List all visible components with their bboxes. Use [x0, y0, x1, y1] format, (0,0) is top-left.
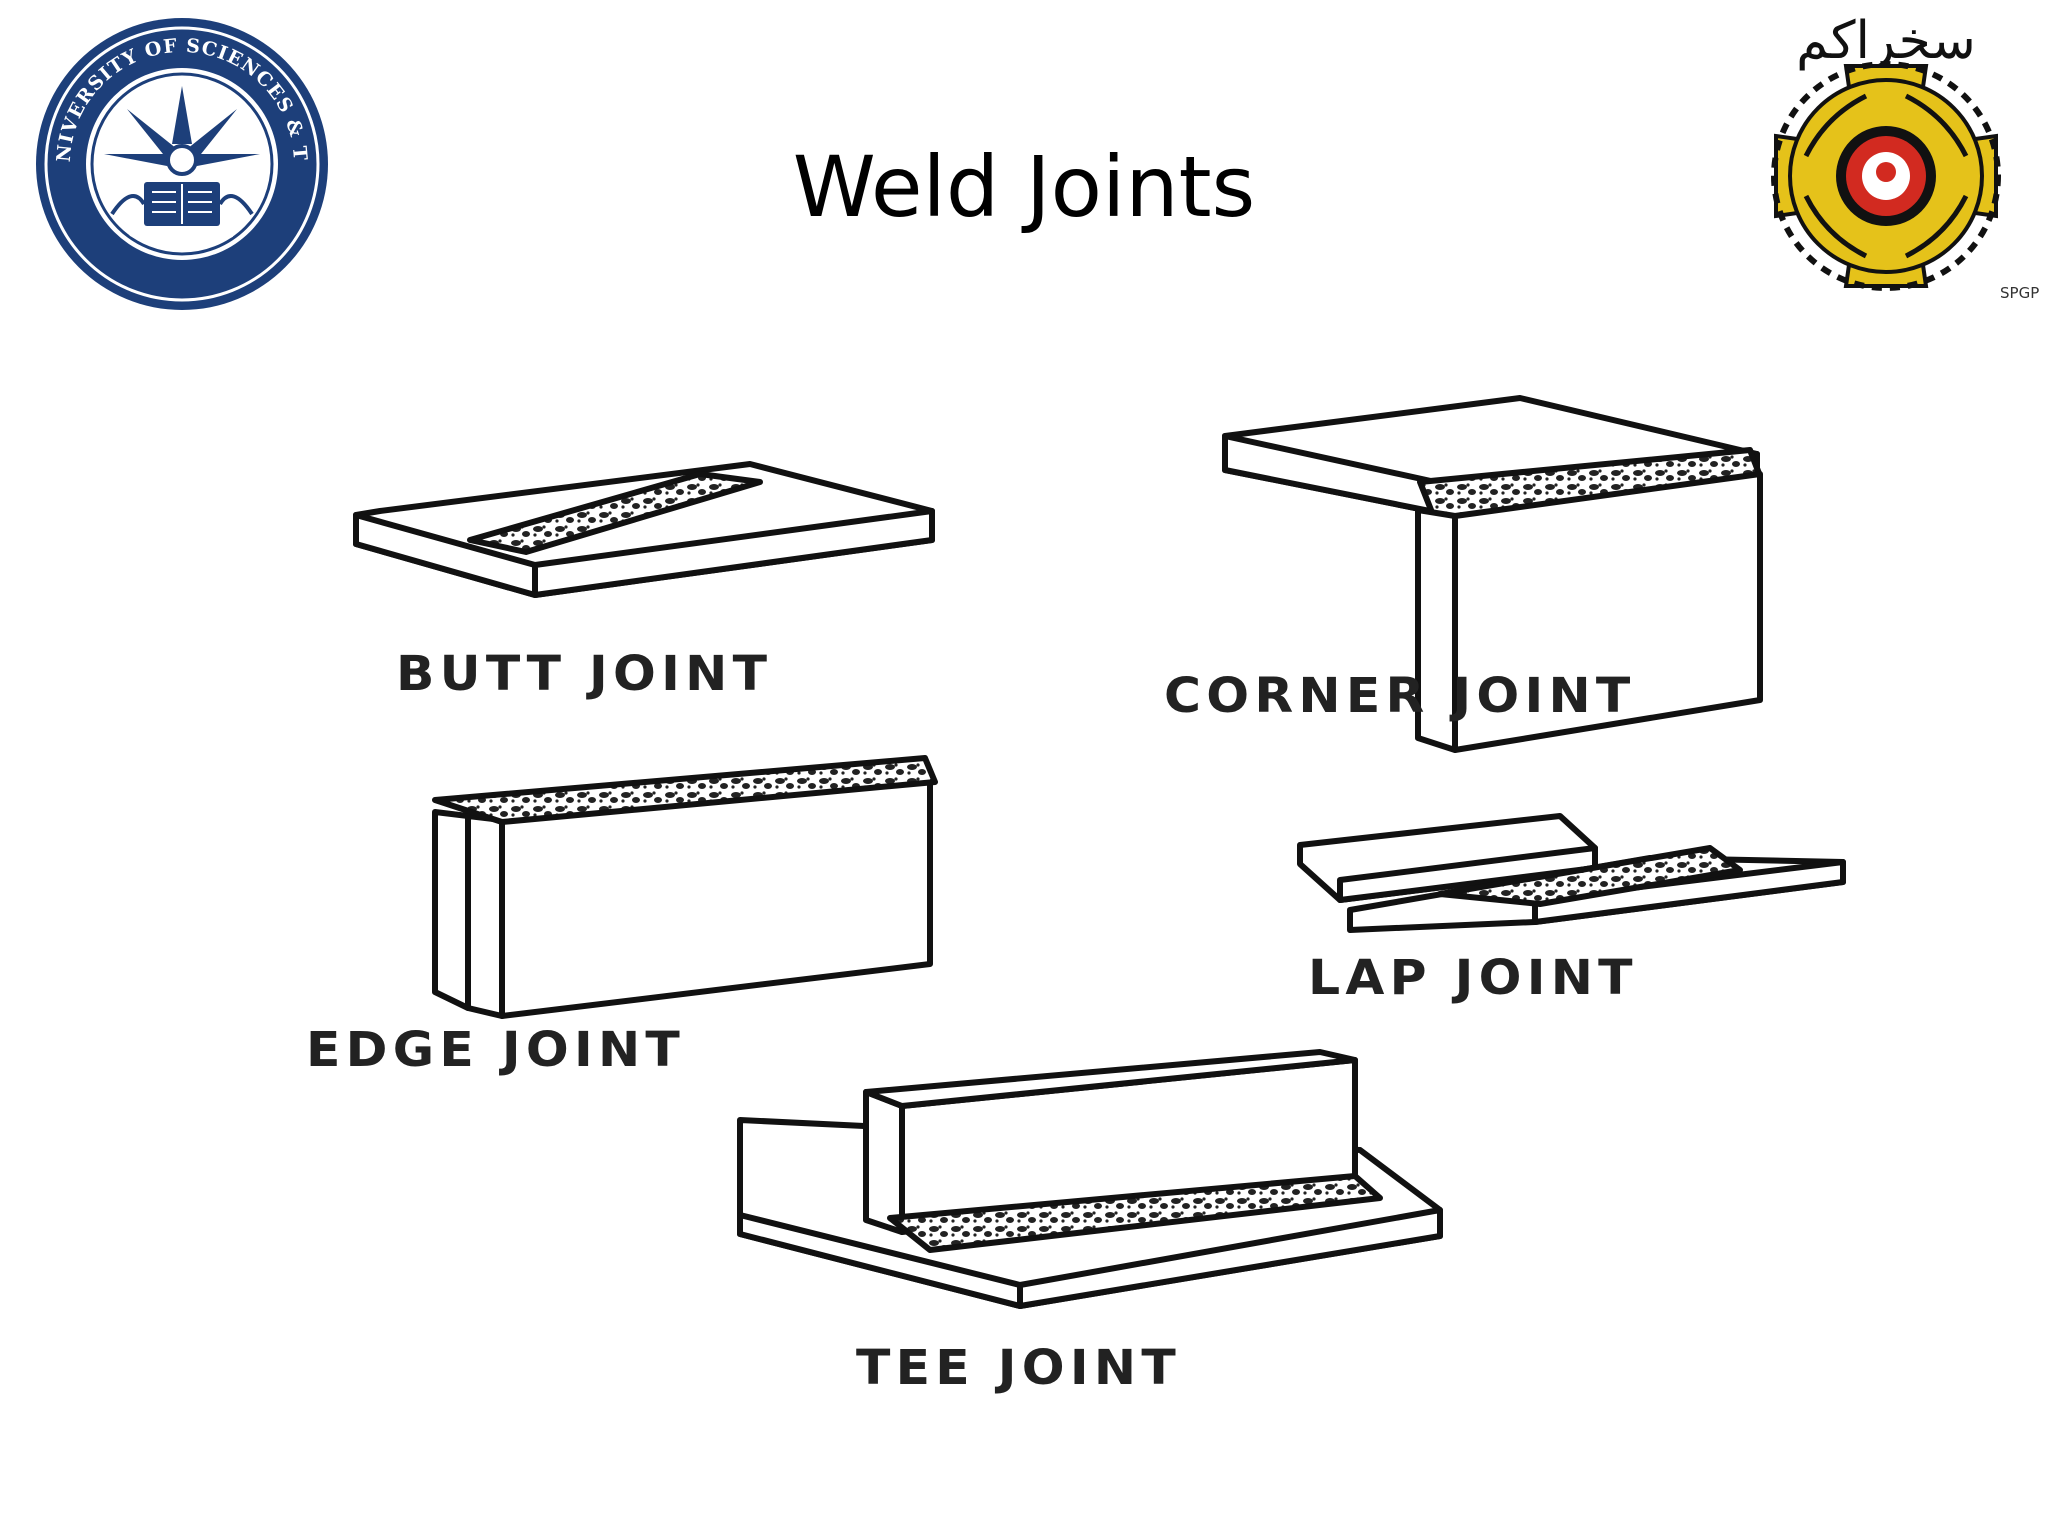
corner-joint-label: CORNER JOINT: [1164, 668, 1636, 724]
butt-joint-figure: [353, 461, 935, 598]
edge-joint-figure: [432, 755, 938, 1019]
corner-joint-figure: [1222, 395, 1763, 753]
weld-joints-diagram: [353, 395, 1846, 1309]
edge-joint-label: EDGE JOINT: [306, 1022, 686, 1078]
emblem-logo: سخراکم: [1771, 11, 2001, 291]
butt-joint-label: BUTT JOINT: [396, 646, 773, 702]
slide-title: Weld Joints: [792, 138, 1256, 236]
emblem-tag: SPGP: [2000, 284, 2040, 302]
tee-joint-label: TEE JOINT: [856, 1340, 1181, 1396]
lap-joint-label: LAP JOINT: [1308, 950, 1638, 1006]
nust-logo: NATIONAL UNIVERSITY OF SCIENCES & TECHNO…: [32, 14, 328, 310]
lap-joint-figure: [1297, 813, 1846, 933]
tee-joint-figure: [737, 1049, 1443, 1309]
